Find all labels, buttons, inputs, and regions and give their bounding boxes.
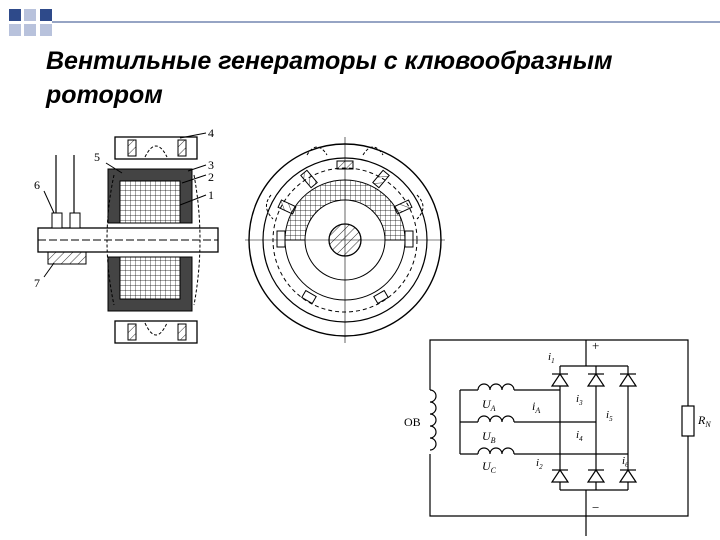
current-ia-label: iA	[532, 399, 540, 415]
alternator-side-section: 4 3 2 1 5 6 7	[34, 126, 219, 344]
minus-terminal: −	[592, 500, 599, 515]
current-i4-label: i4	[576, 429, 583, 443]
current-i2-label: i2	[536, 457, 543, 471]
current-i1-label: i1	[548, 351, 555, 365]
alternator-front-section	[245, 137, 445, 343]
diode-bridge	[550, 366, 638, 490]
field-winding-label: ОВ	[404, 415, 421, 429]
label-3: 3	[208, 158, 214, 172]
current-i3-label: i3	[576, 393, 583, 407]
label-2: 2	[208, 170, 214, 184]
phase-b-label: UB	[482, 429, 496, 445]
rectifier-circuit-diagram: ОВ RN UA UB UC iA i1 i3 i5 i4 i2 i6 + −	[404, 338, 711, 536]
phase-c-label: UC	[482, 459, 497, 475]
phase-a-label: UA	[482, 397, 496, 413]
slide-title-line1: Вентильные генераторы с клювообразным	[46, 47, 613, 75]
load-resistor	[681, 405, 695, 437]
label-5: 5	[94, 150, 100, 164]
current-i5-label: i5	[606, 409, 613, 423]
slide-title: Вентильные генераторы с клювообразным ро…	[46, 44, 706, 112]
label-7: 7	[34, 276, 40, 290]
current-i6-label: i6	[622, 455, 629, 469]
slide-title-line2: ротором	[46, 81, 163, 109]
label-4: 4	[208, 126, 214, 140]
load-label: RN	[697, 413, 711, 429]
slide-header-decoration	[9, 9, 720, 36]
label-1: 1	[208, 188, 214, 202]
plus-terminal: +	[592, 338, 599, 353]
label-6: 6	[34, 178, 40, 192]
